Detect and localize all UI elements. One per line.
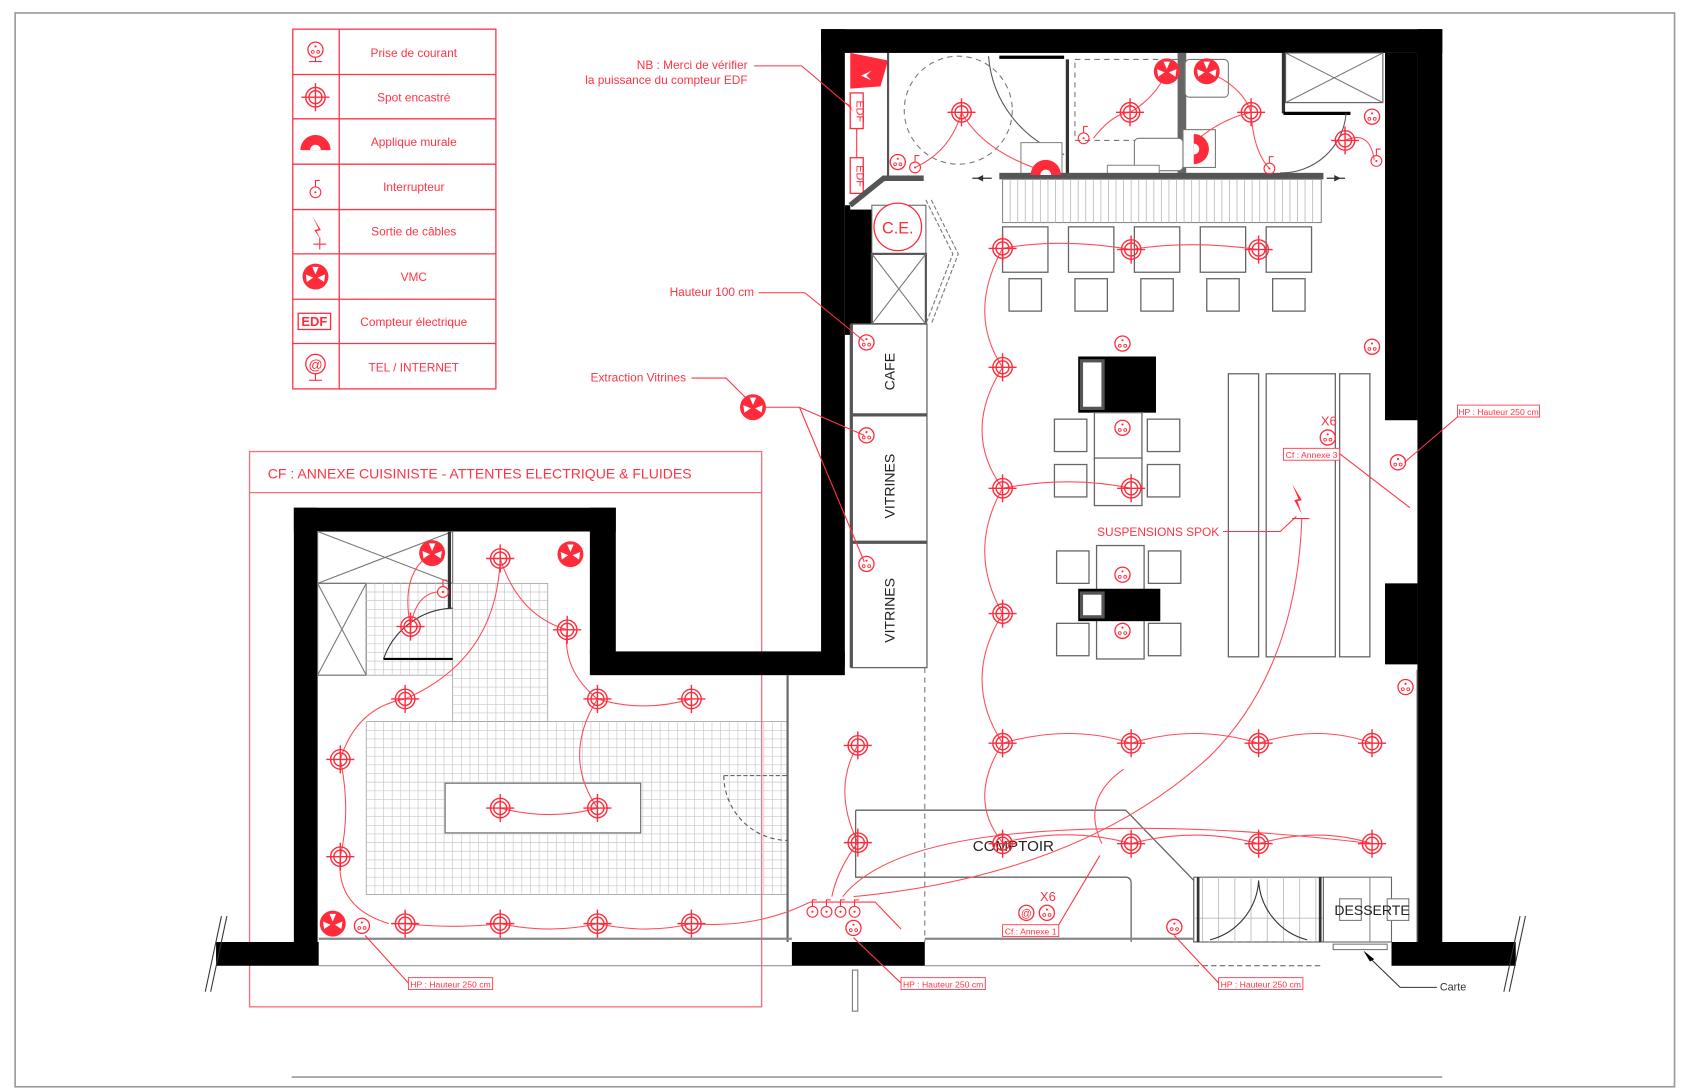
edf-meter-1: EDF <box>849 92 866 130</box>
svg-text:EDF: EDF <box>854 100 866 122</box>
carte-label: Carte <box>1440 982 1466 994</box>
table-group-2 <box>1055 544 1182 660</box>
edf-meter-icon: EDF <box>297 312 332 331</box>
legend-table: Prise de courant Spot encastré Applique … <box>292 28 497 390</box>
svg-text:EDF: EDF <box>301 314 327 329</box>
hp-bottom-mid-label: HP : Hauteur 250 cm <box>903 979 983 989</box>
edf-note-line1: NB : Merci de vérifier <box>637 58 748 72</box>
page-frame <box>14 12 1676 1088</box>
bar-stools <box>1001 226 1313 312</box>
hp-bottom-left-label: HP : Hauteur 250 cm <box>410 979 490 989</box>
legend-label-applique: Applique murale <box>371 135 457 149</box>
vmc-fan-icon <box>302 263 329 290</box>
annexe-1-label: Cf : Annexe 1 <box>1005 926 1057 936</box>
kitchen-annex-title: CF : ANNEXE CUISINISTE - ATTENTES ELECTR… <box>268 466 692 482</box>
cable-outlet-icon <box>312 216 327 250</box>
kitchen-annex-box: CF : ANNEXE CUISINISTE - ATTENTES ELECTR… <box>248 450 763 1008</box>
x6-top-label: X6 <box>1321 414 1337 429</box>
comptoir-counter <box>854 809 1195 943</box>
edf-note-line2: la puissance du compteur EDF <box>585 73 747 87</box>
cable-outlet-spok <box>1292 483 1310 520</box>
kitchen-interior <box>317 530 792 967</box>
room-label-comptoir: COMPTOIR <box>973 838 1054 855</box>
room-label-cafe: CAFE <box>882 353 898 390</box>
legend-label-spot: Spot encastré <box>377 91 451 105</box>
entrance-doors <box>1193 876 1324 967</box>
walls <box>204 29 1526 992</box>
tel-internet-icon: @ <box>305 353 326 381</box>
edf-meter-2: EDF <box>849 157 866 195</box>
svg-text:@: @ <box>1021 908 1032 920</box>
suspensions-spok-label: SUSPENSIONS SPOK <box>1097 525 1219 539</box>
shop-interior: EDF EDF <box>848 52 1419 1012</box>
svg-text:C.E.: C.E. <box>882 219 913 237</box>
room-label-vitrines-2: VITRINES <box>882 578 898 643</box>
hp-right-label: HP : Hauteur 250 cm <box>1458 407 1538 417</box>
annotations: NB : Merci de vérifier la puissance du c… <box>364 58 1540 994</box>
room-label-desserte: DESSERTE <box>1334 902 1409 918</box>
legend-label-switch: Interrupteur <box>383 180 444 194</box>
bar-counter <box>1002 178 1322 224</box>
legend-label-tel: TEL / INTERNET <box>368 361 459 375</box>
power-outlet-icon <box>307 41 324 63</box>
svg-text:@: @ <box>308 356 322 372</box>
extraction-vitrines-label: Extraction Vitrines <box>591 370 687 384</box>
room-label-vitrines-1: VITRINES <box>882 454 898 519</box>
legend-label-cable: Sortie de câbles <box>371 225 456 239</box>
hp-bottom-right-label: HP : Hauteur 250 cm <box>1221 979 1301 989</box>
legend-label-vmc: VMC <box>401 270 428 284</box>
svg-text:EDF: EDF <box>854 165 866 187</box>
ce-cabinet <box>873 202 923 252</box>
legend-label-edf: Compteur électrique <box>360 315 467 329</box>
legend-label-outlet: Prise de courant <box>371 46 458 60</box>
electrical-wiring <box>339 70 1375 930</box>
x6-bottom-label: X6 <box>1040 889 1056 904</box>
height-100-label: Hauteur 100 cm <box>670 285 755 299</box>
annexe-3-label: Cf : Annexe 3 <box>1286 450 1338 460</box>
table-group-1 <box>1053 356 1181 507</box>
tel-internet-outlet: @ <box>1018 904 1035 922</box>
